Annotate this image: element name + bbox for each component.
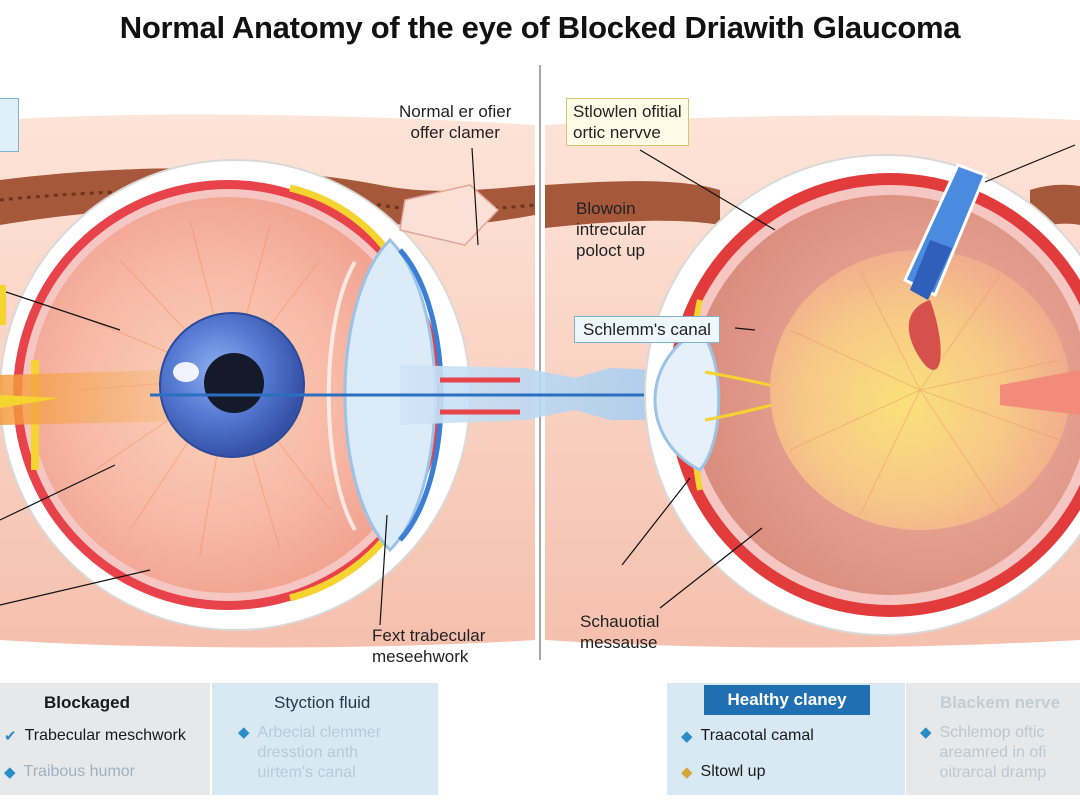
label-normal-offer-line2: offer clamer (410, 123, 500, 142)
chevron-icon: ✔ (4, 728, 17, 745)
panel-healthy-item-2-text: Sltowl up (700, 763, 766, 780)
label-trabecular-line2: meseehwork (372, 647, 469, 666)
panel-blackem-item-2: areamred in ofi (939, 744, 1047, 761)
label-blowoin-line3: poloct up (576, 241, 645, 260)
diamond-icon: ◆ (681, 728, 693, 745)
panel-blockaged: Blockaged ✔ Trabecular meschwork ◆ Traib… (0, 683, 210, 795)
diagram-title: Normal Anatomy of the eye of Blocked Dri… (119, 10, 961, 45)
beam-arrow (0, 395, 60, 408)
panel-healthy-item-2: ◆ Sltowl up (681, 763, 765, 781)
diamond-icon: ◆ (4, 764, 16, 781)
edge-marker-left (0, 285, 6, 325)
panel-blockaged-item-2-text: Traibous humor (23, 763, 135, 780)
label-schlemms-canal: Schlemm's canal (574, 316, 720, 343)
panel-blackem-items: ◆ Schlemop oftic areamred in ofi oitrarc… (920, 723, 1046, 783)
panel-blackem-title: Blackem nerve (940, 693, 1061, 712)
label-swollen-optic-nerve: Stlowlen ofitial ortic nervve (566, 98, 689, 146)
panel-styction-title: Styction fluid (274, 693, 371, 712)
label-blowoin-line1: Blowoin (576, 199, 636, 218)
panel-styction-item-3: uirtem's canal (257, 764, 356, 781)
panel-blackem-item-1: Schlemop oftic (939, 724, 1045, 741)
panel-blockaged-item-1-text: Trabecular meschwork (24, 727, 186, 744)
diamond-icon: ◆ (681, 764, 693, 781)
panel-blackem-item-3: oitrarcal dramp (939, 764, 1047, 781)
label-schauocial-line1: Schauotial (580, 612, 660, 631)
panel-healthy: Healthy claney ◆ Traacotal camal ◆ Sltow… (667, 683, 905, 795)
panel-blockaged-item-1: ✔ Trabecular meschwork (4, 727, 186, 745)
optic-disc (770, 250, 1080, 530)
water-drop-icon: ◆ (238, 724, 250, 741)
label-swollen-line1: Stlowlen ofitial (573, 102, 682, 121)
drainage-tab (399, 184, 500, 246)
panel-styction-items: ◆ Arbecial clemmer dresstion anth uirtem… (238, 723, 381, 783)
label-blowoin: Blowoin intrecular poloct up (576, 198, 646, 261)
panel-styction: Styction fluid ◆ Arbecial clemmer dresst… (212, 683, 438, 795)
label-normal-offer-line1: Normal er ofier (399, 102, 512, 121)
water-drop-icon: ◆ (920, 724, 932, 741)
panel-healthy-item-1-text: Traacotal camal (700, 727, 814, 744)
panel-blockaged-item-2: ◆ Traibous humor (4, 763, 135, 781)
left-iris (159, 312, 305, 458)
label-trabecular: Fext trabecular meseehwork (372, 625, 485, 667)
panel-styction-item-2: dresstion anth (257, 744, 359, 761)
leader-lines (0, 144, 1076, 626)
panel-healthy-title: Healthy claney (704, 685, 870, 715)
panel-healthy-item-1: ◆ Traacotal camal (681, 727, 814, 745)
panel-blockaged-title: Blockaged (44, 693, 130, 712)
panel-blackem: Blackem nerve ◆ Schlemop oftic areamred … (906, 683, 1080, 795)
panel-styction-item-1: Arbecial clemmer (257, 724, 382, 741)
label-swollen-line2: ortic nervve (573, 123, 661, 142)
label-trabecular-line1: Fext trabecular (372, 626, 486, 645)
label-blowoin-line2: intrecular (576, 220, 646, 239)
label-schauocial-line2: messause (580, 633, 658, 652)
edge-tab-left (0, 98, 19, 152)
label-schauocial: Schauotial messause (580, 611, 659, 653)
optic-nerve-tube (903, 163, 987, 300)
label-normal-offer: Normal er ofier offer clamer (399, 101, 511, 143)
